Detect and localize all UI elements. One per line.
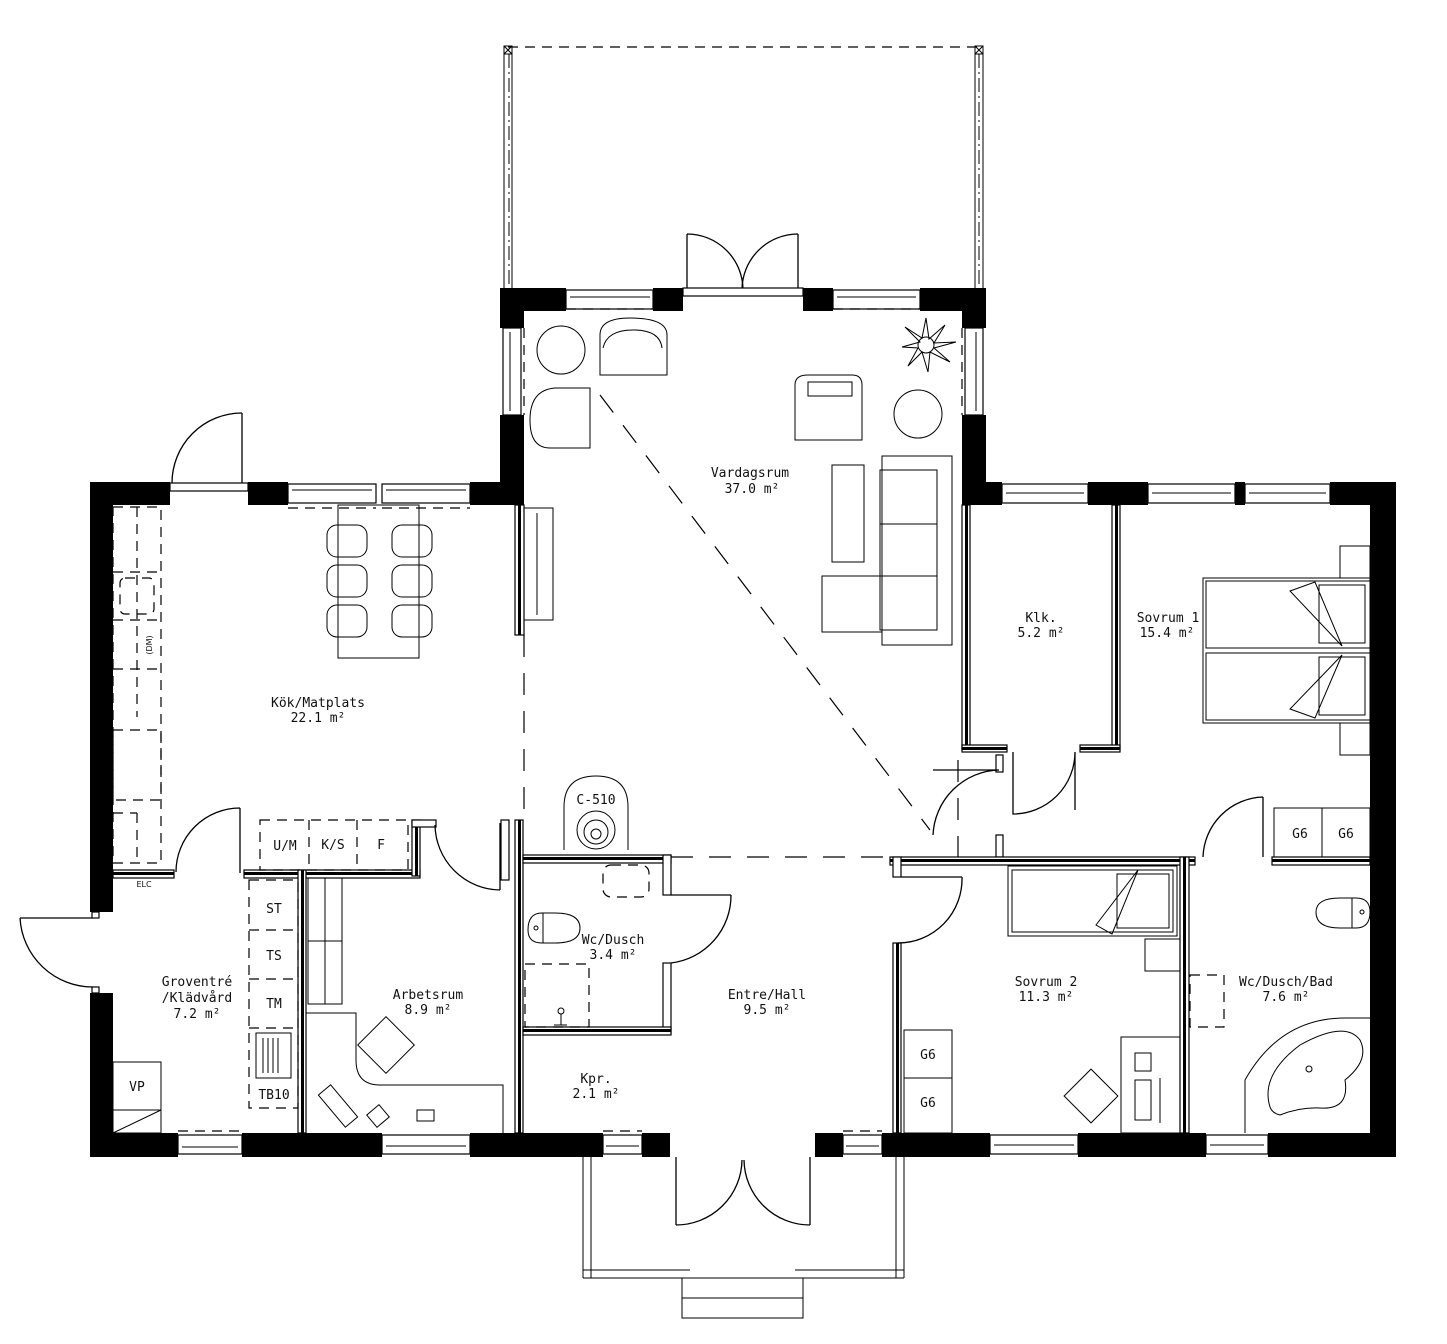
heat-pump: VP xyxy=(112,1061,162,1134)
room-arbetsrum-area: 8.9 m² xyxy=(405,1003,452,1018)
door-sovrum1 xyxy=(932,769,1000,836)
stove-label: C-510 xyxy=(576,793,615,808)
terrace xyxy=(503,45,984,290)
room-sovrum2-area: 11.3 m² xyxy=(1019,990,1074,1005)
wardrobe-s1-a: G6 xyxy=(1292,827,1308,842)
exterior-walls xyxy=(90,288,1396,1157)
room-vardagsrum-area: 37.0 m² xyxy=(725,482,780,497)
plant-icon xyxy=(901,317,957,373)
room-groventre-area: 7.2 m² xyxy=(174,1007,221,1022)
sovrum1-furniture: G6 G6 xyxy=(1202,545,1371,858)
room-sovrum1-area: 15.4 m² xyxy=(1140,626,1195,641)
interior-doors[interactable] xyxy=(175,751,1264,964)
room-sovrum2-name: Sovrum 2 xyxy=(1015,975,1078,990)
room-klk-area: 5.2 m² xyxy=(1018,626,1065,641)
kitchen-tall-cabinets: U/M K/S F xyxy=(259,819,409,871)
door-bath xyxy=(1202,796,1264,858)
room-bath-name: Wc/Dusch/Bad xyxy=(1239,975,1333,990)
cabinet-ks: K/S xyxy=(321,838,344,853)
sovrum2-furniture: G6 G6 xyxy=(903,865,1181,1134)
elc-label: ELC xyxy=(136,880,152,889)
room-groventre-name: Groventré xyxy=(162,975,233,990)
cabinet-um: U/M xyxy=(273,839,297,854)
room-groventre-name2: /Klädvård xyxy=(162,991,232,1006)
door-kitchen-groventre xyxy=(175,807,241,873)
door-sovrum2 xyxy=(897,876,963,944)
interior-walls xyxy=(112,504,1371,1134)
cabinet-tm: TM xyxy=(266,997,282,1012)
laundry-cabinets: ST TS TM TB10 xyxy=(248,879,299,1109)
dishwasher-label: (DM) xyxy=(145,635,154,654)
room-sovrum1-name: Sovrum 1 xyxy=(1137,611,1200,626)
entry-porch xyxy=(582,1157,905,1319)
dining-table xyxy=(326,504,433,659)
room-kpr-area: 2.1 m² xyxy=(573,1087,620,1102)
room-wc-dusch-name: Wc/Dusch xyxy=(582,933,645,948)
living-room-furniture xyxy=(529,317,957,646)
open-plan-boundaries xyxy=(523,394,959,858)
cabinet-tb10: TB10 xyxy=(258,1088,289,1103)
kitchen-counter: (DM) ELC xyxy=(112,506,162,889)
room-entre-name: Entre/Hall xyxy=(728,988,806,1003)
kitchen-exterior-door[interactable] xyxy=(169,412,249,492)
room-wc-dusch-area: 3.4 m² xyxy=(590,948,637,963)
windows xyxy=(177,289,1331,1155)
door-arbetsrum xyxy=(434,823,501,891)
wardrobe-s2-a: G6 xyxy=(920,1048,936,1063)
wardrobe-s2-b: G6 xyxy=(920,1096,936,1111)
wc-dusch-fixtures xyxy=(524,864,650,1028)
cabinet-ts: TS xyxy=(266,949,282,964)
groventre-exterior-door[interactable] xyxy=(19,911,100,994)
room-kpr-name: Kpr. xyxy=(580,1072,611,1087)
room-bath-area: 7.6 m² xyxy=(1263,990,1310,1005)
stove-icon: C-510 xyxy=(563,775,629,850)
entry-double-door[interactable] xyxy=(675,1157,811,1226)
room-vardagsrum-name: Vardagsrum xyxy=(711,466,789,481)
bathroom-fixtures xyxy=(1189,897,1371,1133)
terrace-double-door[interactable] xyxy=(682,233,804,297)
heat-pump-label: VP xyxy=(129,1080,145,1095)
room-kok-area: 22.1 m² xyxy=(291,711,346,726)
door-wc-dusch xyxy=(670,894,732,964)
cabinet-f: F xyxy=(377,838,385,853)
wardrobe-s1-b: G6 xyxy=(1338,827,1354,842)
office-furniture xyxy=(306,877,504,1133)
room-entre-area: 9.5 m² xyxy=(744,1003,791,1018)
door-klk xyxy=(1012,751,1076,815)
cabinet-st: ST xyxy=(266,902,282,917)
room-klk-name: Klk. xyxy=(1025,611,1056,626)
room-arbetsrum-name: Arbetsrum xyxy=(393,988,464,1003)
room-labels: Vardagsrum 37.0 m² Kök/Matplats 22.1 m² … xyxy=(162,466,1333,1102)
room-kok-name: Kök/Matplats xyxy=(271,696,365,711)
